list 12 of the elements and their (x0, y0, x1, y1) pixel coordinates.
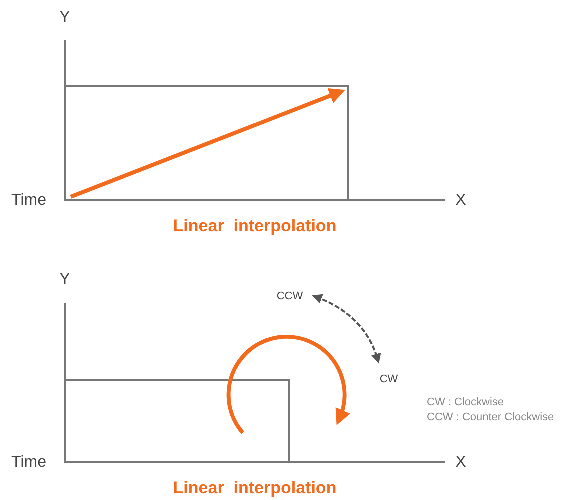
axis-label: X (456, 455, 466, 471)
legend-note: CCW : Counter Clockwise (427, 412, 554, 424)
caption: Linear interpolation (173, 218, 337, 234)
legend-note: CW : Clockwise (427, 398, 504, 408)
axis-label: Time (12, 455, 46, 471)
axis-label: Y (60, 10, 70, 26)
rotation-label: CCW (276, 292, 304, 302)
rotation-label: CW (380, 374, 398, 386)
axis-label: X (456, 193, 466, 209)
axis-label: Y (60, 272, 70, 288)
caption: Linear interpolation (173, 480, 337, 496)
axis-label: Time (12, 193, 46, 209)
